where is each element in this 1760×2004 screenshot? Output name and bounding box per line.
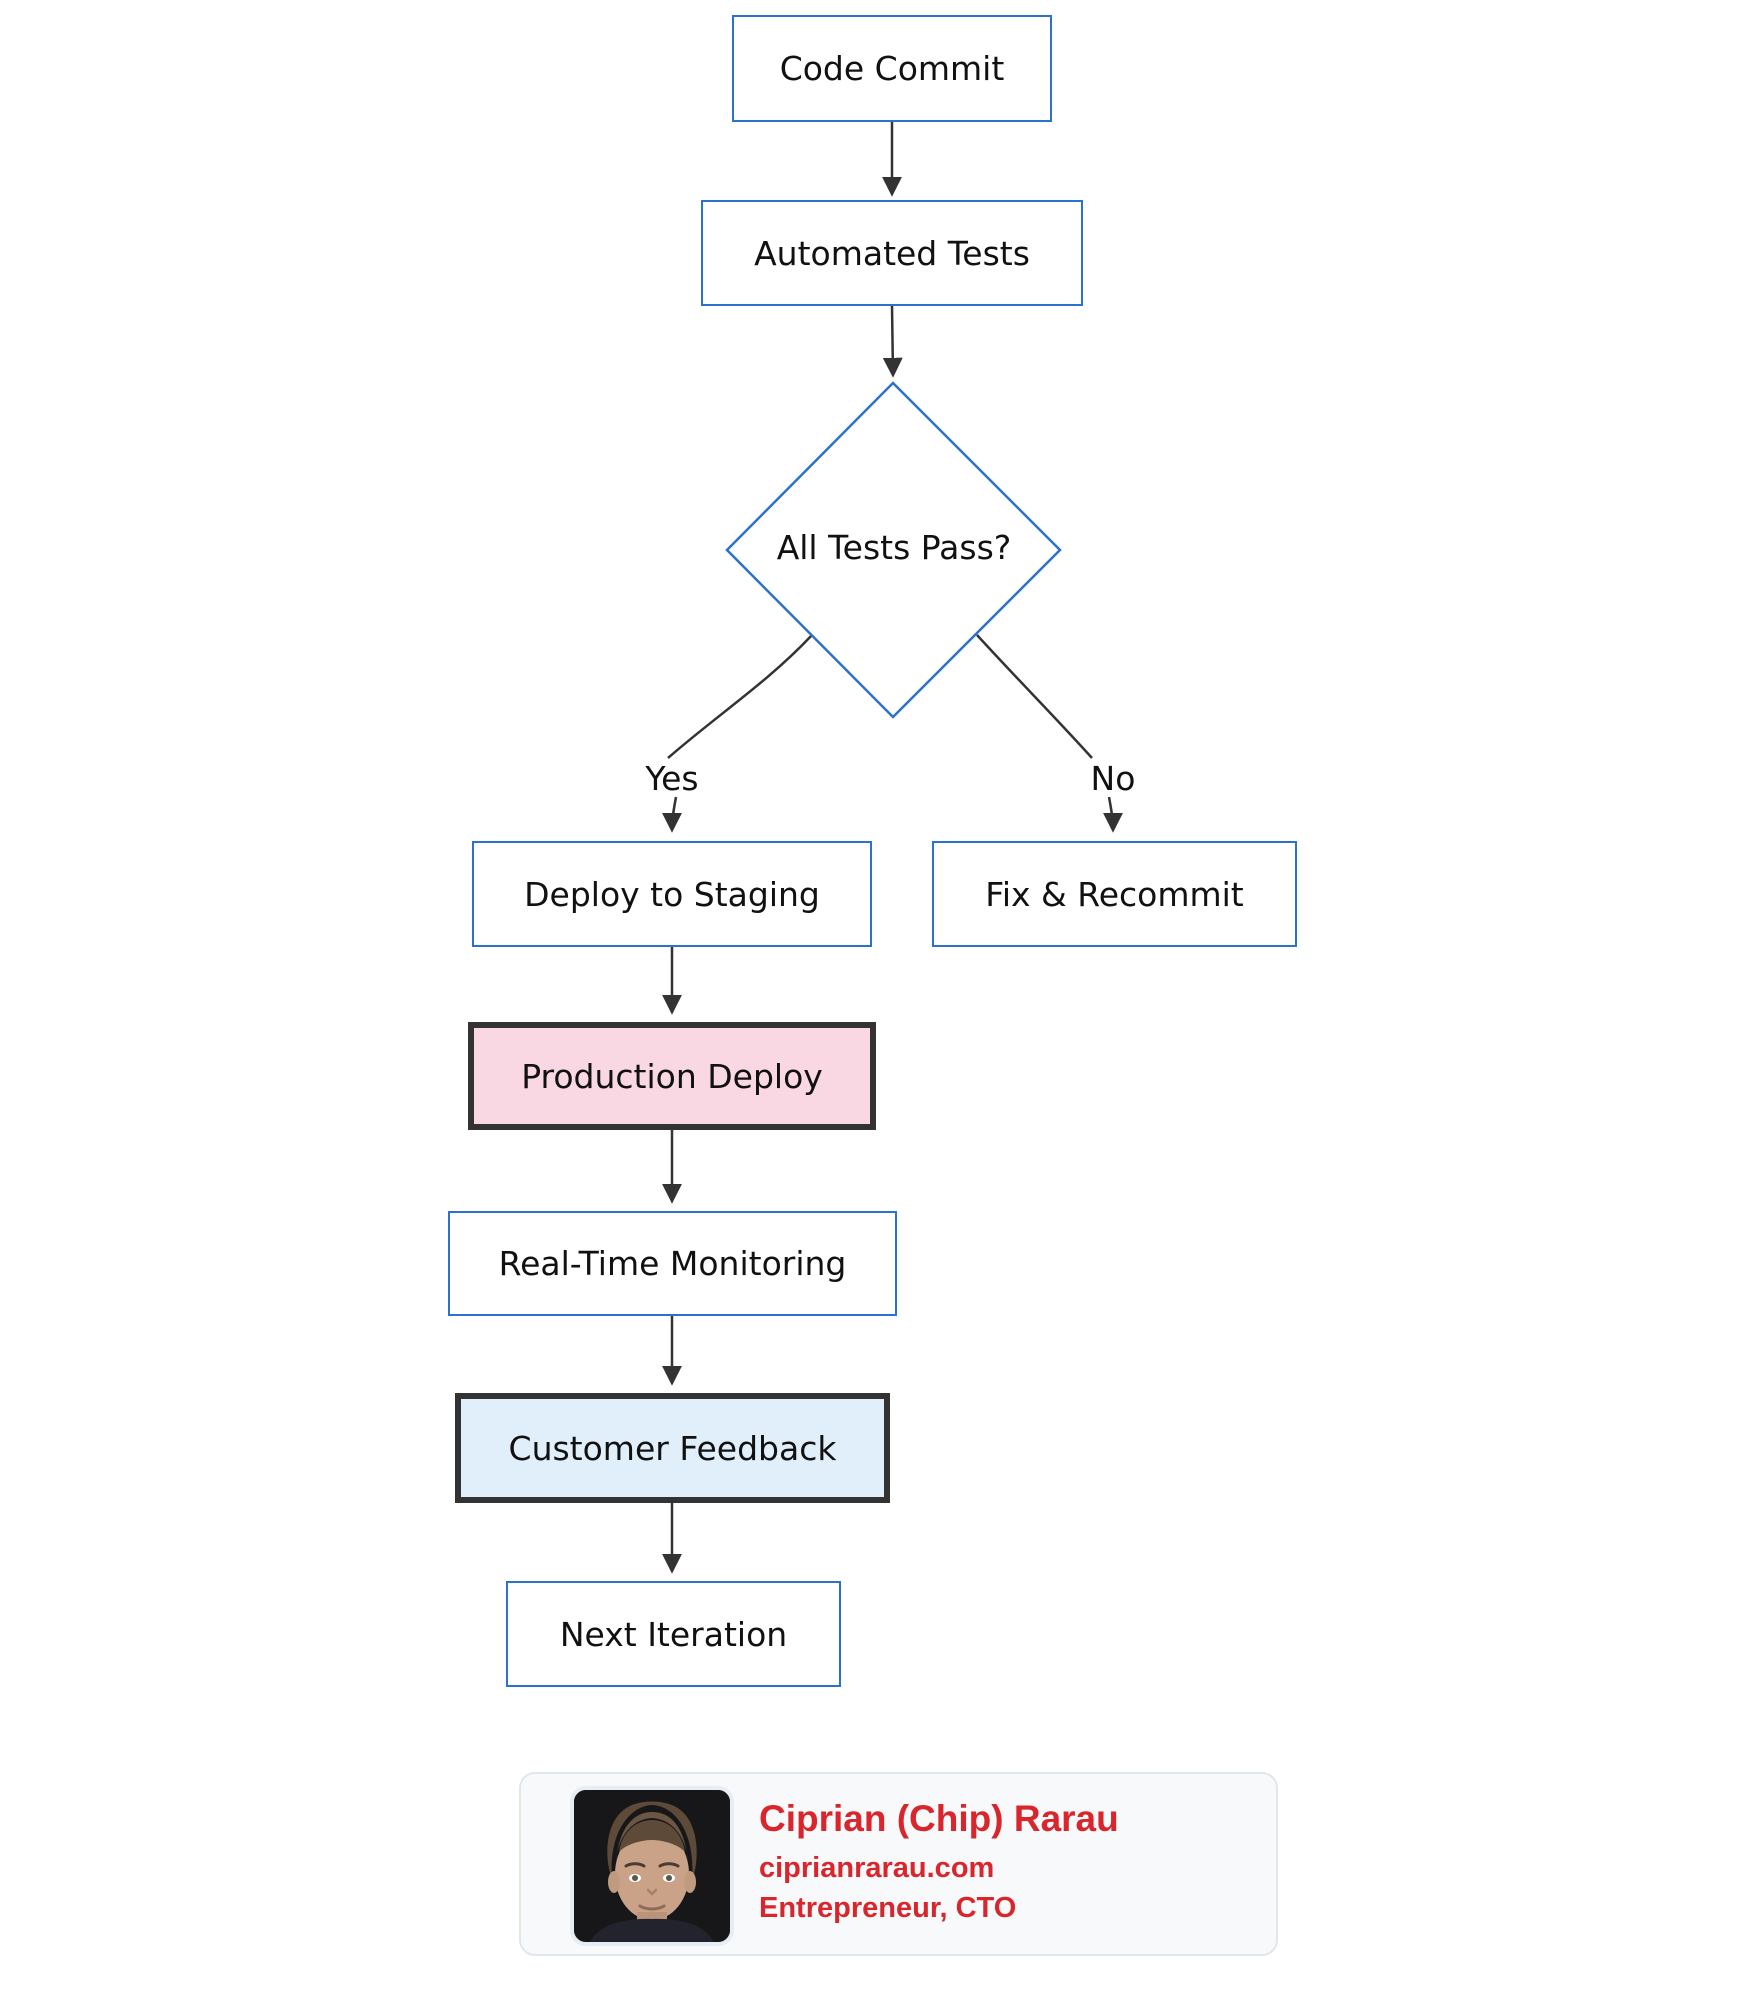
- node-all-tests-pass-label: All Tests Pass?: [776, 528, 1012, 567]
- node-customer-feedback[interactable]: Customer Feedback: [455, 1393, 890, 1503]
- profile-text-block: Ciprian (Chip) Rarau ciprianrarau.com En…: [759, 1796, 1119, 1928]
- edge-decision-yes-upper: [667, 634, 813, 759]
- node-automated-tests-label: Automated Tests: [754, 233, 1030, 273]
- node-production-deploy[interactable]: Production Deploy: [468, 1022, 876, 1130]
- profile-website[interactable]: ciprianrarau.com: [759, 1852, 995, 1885]
- edge-tests-to-decision: [882, 305, 903, 378]
- profile-name: Ciprian (Chip) Rarau: [759, 1798, 1119, 1839]
- node-code-commit[interactable]: Code Commit: [732, 15, 1052, 122]
- node-realtime-monitoring[interactable]: Real-Time Monitoring: [448, 1211, 897, 1316]
- node-next-iteration[interactable]: Next Iteration: [506, 1581, 841, 1687]
- edge-label-yes: Yes: [645, 759, 699, 798]
- node-deploy-to-staging[interactable]: Deploy to Staging: [472, 841, 872, 947]
- node-all-tests-pass-shape[interactable]: [725, 381, 1062, 719]
- edge-decision-no-lower: [1102, 796, 1123, 833]
- edge-label-no: No: [1090, 759, 1136, 798]
- profile-card[interactable]: Ciprian (Chip) Rarau ciprianrarau.com En…: [519, 1772, 1278, 1956]
- node-deploy-to-staging-label: Deploy to Staging: [524, 874, 820, 914]
- node-customer-feedback-label: Customer Feedback: [508, 1428, 837, 1468]
- node-automated-tests[interactable]: Automated Tests: [701, 200, 1083, 306]
- edge-decision-no-upper: [976, 634, 1093, 759]
- profile-photo: [570, 1786, 734, 1946]
- profile-title: Entrepreneur, CTO: [759, 1892, 1017, 1925]
- node-fix-recommit-label: Fix & Recommit: [985, 874, 1244, 914]
- node-code-commit-label: Code Commit: [779, 49, 1005, 88]
- node-next-iteration-label: Next Iteration: [559, 1614, 788, 1654]
- node-fix-recommit[interactable]: Fix & Recommit: [932, 841, 1297, 947]
- avatar-illustration: [574, 1790, 730, 1942]
- edge-decision-yes-lower: [662, 796, 683, 833]
- node-realtime-monitoring-label: Real-Time Monitoring: [498, 1244, 847, 1283]
- node-production-deploy-label: Production Deploy: [521, 1056, 823, 1096]
